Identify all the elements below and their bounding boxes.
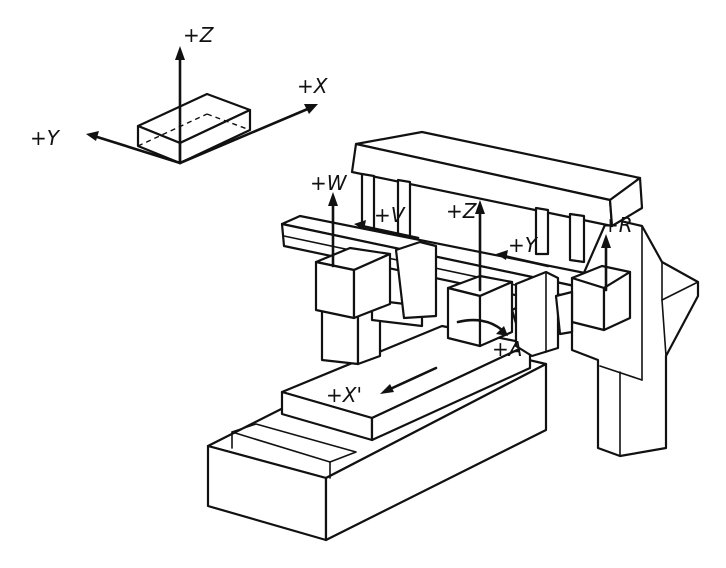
uprights [360,172,586,264]
x-prime-label: +X' [326,383,362,407]
z-label: +Z [446,199,478,223]
r-axis-arrow [601,234,611,292]
a-axis-arrow [456,318,508,336]
gantry-machine: +W +V +Z +Y +R +A +X' [206,130,700,542]
ref-x-axis-arrow [178,104,318,165]
v-label: +V [374,203,406,227]
right-column [570,216,700,458]
ref-y-axis-arrow [86,131,182,165]
ref-z-axis-arrow [175,46,185,165]
w-label: +W [310,171,348,195]
z-axis-arrow [475,200,485,292]
x-prime-axis-arrow [380,366,438,394]
y-axis-arrow [496,250,550,268]
r-label: +R [602,213,633,237]
right-side-head [554,264,632,336]
rotary-head [514,270,560,358]
y-label: +Y [508,233,539,257]
a-label: +A [492,337,522,361]
top-crossbeam [350,130,644,228]
reference-frame: +Z +X +Y [30,23,329,165]
v-axis-arrow [354,220,420,240]
ref-z-label: +Z [183,23,215,47]
reference-box [136,92,252,165]
ref-y-label: +Y [30,126,61,150]
ref-x-label: +X [297,74,329,98]
w-axis-arrow [328,192,338,268]
left-spindle-head [314,240,438,320]
